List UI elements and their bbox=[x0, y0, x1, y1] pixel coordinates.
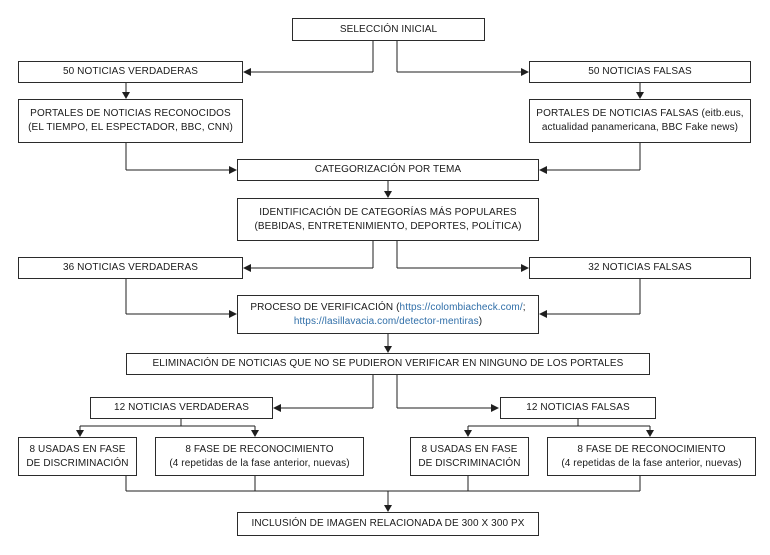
arrowhead bbox=[521, 68, 529, 76]
false-news-50-box: 50 NOTICIAS FALSAS bbox=[529, 61, 751, 83]
verification-separator: ; bbox=[522, 301, 526, 313]
true-news-50-box: 50 NOTICIAS VERDADERAS bbox=[18, 61, 243, 83]
false-news-50-label: 50 NOTICIAS FALSAS bbox=[588, 66, 692, 77]
colombiacheck-link[interactable]: https://colombiacheck.com/ bbox=[399, 301, 523, 313]
true-news-36-box: 36 NOTICIAS VERDADERAS bbox=[18, 257, 243, 279]
lasillavacia-link[interactable]: https://lasillavacia.com/detector-mentir… bbox=[293, 315, 479, 327]
false-news-32-box: 32 NOTICIAS FALSAS bbox=[529, 257, 751, 279]
arrowhead bbox=[464, 430, 472, 437]
arrowhead bbox=[243, 264, 251, 272]
fake-portals-line1: PORTALES DE NOTICIAS FALSAS (eitb.eus, bbox=[536, 108, 744, 119]
arrowhead bbox=[76, 430, 84, 437]
true-news-36-label: 36 NOTICIAS VERDADERAS bbox=[62, 262, 198, 273]
false-news-12-box: 12 NOTICIAS FALSAS bbox=[500, 397, 656, 419]
discrimination-box-true: 8 USADAS EN FASE DE DISCRIMINACIÓN bbox=[18, 437, 137, 476]
fake-portals-box: PORTALES DE NOTICIAS FALSAS (eitb.eus, a… bbox=[529, 99, 751, 143]
recognition-box-true: 8 FASE DE RECONOCIMIENTO (4 repetidas de… bbox=[155, 437, 364, 476]
recognized-portals-box: PORTALES DE NOTICIAS RECONOCIDOS (EL TIE… bbox=[18, 99, 243, 143]
verification-box: PROCESO DE VERIFICACIÓN (https://colombi… bbox=[237, 295, 539, 334]
initial-selection-box: SELECCIÓN INICIAL bbox=[292, 18, 485, 41]
image-inclusion-box: INCLUSIÓN DE IMAGEN RELACIONADA DE 300 X… bbox=[237, 512, 539, 536]
discrimination-line2: DE DISCRIMINACIÓN bbox=[26, 457, 129, 469]
verification-suffix: ) bbox=[478, 315, 483, 327]
true-news-12-label: 12 NOTICIAS VERDADERAS bbox=[113, 402, 249, 413]
true-news-12-box: 12 NOTICIAS VERDADERAS bbox=[90, 397, 273, 419]
discrimination-line1: 8 USADAS EN FASE bbox=[421, 443, 518, 455]
recognition-line2: (4 repetidas de la fase anterior, nuevas… bbox=[169, 457, 350, 469]
initial-selection-label: SELECCIÓN INICIAL bbox=[339, 23, 438, 35]
arrowhead bbox=[636, 92, 644, 99]
popular-categories-box: IDENTIFICACIÓN DE CATEGORÍAS MÁS POPULAR… bbox=[237, 198, 539, 241]
arrowhead bbox=[491, 404, 499, 412]
recognition-line1: 8 FASE DE RECONOCIMIENTO bbox=[577, 443, 726, 455]
verification-line1: PROCESO DE VERIFICACIÓN (https://colombi… bbox=[250, 301, 525, 315]
arrowhead bbox=[646, 430, 654, 437]
false-news-12-label: 12 NOTICIAS FALSAS bbox=[526, 402, 630, 413]
true-news-50-label: 50 NOTICIAS VERDADERAS bbox=[62, 66, 198, 77]
image-inclusion-label: INCLUSIÓN DE IMAGEN RELACIONADA DE 300 X… bbox=[251, 518, 525, 529]
fake-portals-line2: actualidad panamericana, BBC Fake news) bbox=[541, 122, 739, 133]
elimination-box: ELIMINACIÓN DE NOTICIAS QUE NO SE PUDIER… bbox=[126, 353, 650, 375]
arrowhead bbox=[521, 264, 529, 272]
arrowhead bbox=[122, 92, 130, 99]
recognition-line1: 8 FASE DE RECONOCIMIENTO bbox=[185, 443, 334, 455]
discrimination-line2: DE DISCRIMINACIÓN bbox=[418, 457, 521, 469]
arrowhead bbox=[539, 310, 547, 318]
arrowhead bbox=[243, 68, 251, 76]
arrowhead bbox=[539, 166, 547, 174]
arrowhead bbox=[273, 404, 281, 412]
false-news-32-label: 32 NOTICIAS FALSAS bbox=[588, 262, 692, 273]
arrowhead bbox=[229, 166, 237, 174]
popular-categories-line1: IDENTIFICACIÓN DE CATEGORÍAS MÁS POPULAR… bbox=[259, 206, 517, 218]
verification-prefix: PROCESO DE VERIFICACIÓN ( bbox=[250, 301, 400, 313]
recognized-portals-line1: PORTALES DE NOTICIAS RECONOCIDOS bbox=[30, 108, 231, 119]
recognition-line2: (4 repetidas de la fase anterior, nuevas… bbox=[561, 457, 742, 469]
recognition-box-false: 8 FASE DE RECONOCIMIENTO (4 repetidas de… bbox=[547, 437, 756, 476]
arrowhead bbox=[384, 505, 392, 512]
arrowhead bbox=[229, 310, 237, 318]
arrowhead bbox=[384, 346, 392, 353]
popular-categories-line2: (BEBIDAS, ENTRETENIMIENTO, DEPORTES, POL… bbox=[254, 220, 522, 232]
verification-line2: https://lasillavacia.com/detector-mentir… bbox=[294, 315, 482, 329]
recognized-portals-line2: (EL TIEMPO, EL ESPECTADOR, BBC, CNN) bbox=[28, 122, 233, 133]
discrimination-box-false: 8 USADAS EN FASE DE DISCRIMINACIÓN bbox=[410, 437, 529, 476]
arrowhead bbox=[384, 191, 392, 198]
categorization-label: CATEGORIZACIÓN POR TEMA bbox=[314, 164, 462, 175]
discrimination-line1: 8 USADAS EN FASE bbox=[29, 443, 126, 455]
arrowhead bbox=[251, 430, 259, 437]
categorization-box: CATEGORIZACIÓN POR TEMA bbox=[237, 159, 539, 181]
elimination-label: ELIMINACIÓN DE NOTICIAS QUE NO SE PUDIER… bbox=[152, 358, 624, 369]
